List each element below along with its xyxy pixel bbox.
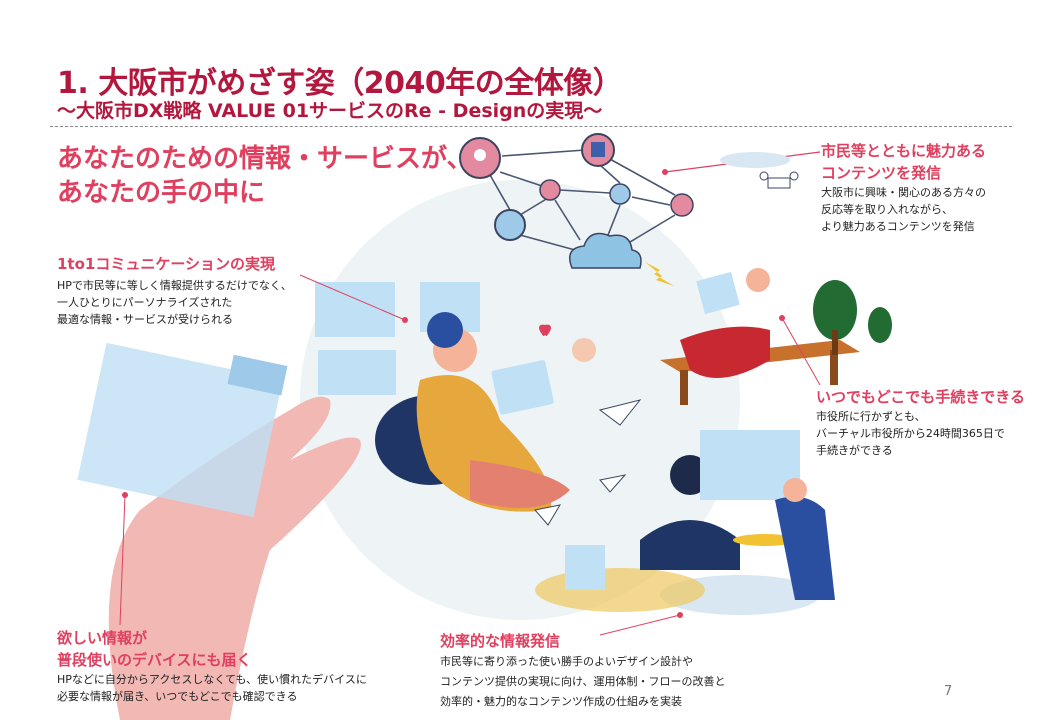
bench-leg <box>830 350 838 385</box>
cloud-icon <box>720 152 790 168</box>
callout-dot <box>662 169 668 175</box>
paper-plane-icons <box>534 399 642 526</box>
section-body: 最適な情報・サービスが受けられる <box>57 313 233 326</box>
section-heading: コンテンツを発信 <box>821 164 942 182</box>
user-node-face <box>474 149 486 161</box>
lightning-icon <box>645 262 674 286</box>
cloud-icon <box>569 232 642 269</box>
phone-node-icon <box>494 209 526 241</box>
section-body: 必要な情報が届き、いつでもどこでも確認できる <box>57 690 298 703</box>
callout-line <box>119 494 126 626</box>
tablet-screen <box>491 360 554 415</box>
lead-line-1: あなたのための情報・サービスが、 <box>57 144 473 174</box>
callout-dot <box>402 317 408 323</box>
network-lines <box>489 149 676 251</box>
section-body: 市役所に行かずとも、 <box>816 410 926 423</box>
callout-line <box>781 317 821 386</box>
man-head <box>746 268 770 292</box>
section-heading: 1to1コミュニケーションの実現 <box>57 255 276 273</box>
section-heading: いつでもどこでも手続きできる <box>816 388 1025 406</box>
user-node-icon <box>670 193 694 217</box>
callout-line <box>599 614 681 636</box>
hand <box>108 396 361 720</box>
section-1to1: 1to1コミュニケーションの実現 HPで市民等に等しく情報提供するだけでなく、 … <box>57 253 292 328</box>
section-heading: 欲しい情報が <box>57 629 148 647</box>
woman-hair <box>427 312 463 348</box>
callout-dot <box>122 492 128 498</box>
section-body: 一人ひとりにパーソナライズされた <box>57 296 233 309</box>
section-anytime-procedures: いつでもどこでも手続きできる 市役所に行かずとも、 バーチャル市役所から24時間… <box>816 386 1025 459</box>
section-body: 効率的・魅力的なコンテンツ作成の仕組みを実装 <box>440 695 682 708</box>
table <box>733 534 797 546</box>
drone-icon <box>759 171 799 189</box>
small-screen <box>565 545 605 590</box>
man-legs <box>680 326 770 378</box>
bench-leg <box>680 370 688 405</box>
businessman-head <box>783 478 807 502</box>
section-body: コンテンツ提供の実現に向け、運用体制・フローの改善と <box>440 675 726 688</box>
section-devices: 欲しい情報が 普段使いのデバイスにも届く HPなどに自分からアクセスしなくても、… <box>57 627 367 705</box>
woman-skirt <box>470 460 570 508</box>
baby-icon <box>572 338 596 362</box>
section-body: バーチャル市役所から24時間365日で <box>816 427 1005 440</box>
trees <box>813 280 892 355</box>
page-title: 1. 大阪市がめざす姿（2040年の全体像） <box>57 66 623 101</box>
node-icon <box>539 179 561 201</box>
floating-screen <box>696 271 740 315</box>
lead-heading: あなたのための情報・サービスが、 あなたの手の中に <box>57 142 472 210</box>
section-body: 手続きができる <box>816 444 893 457</box>
user-node-icon <box>609 183 631 205</box>
section-efficient: 効率的な情報発信 市民等に寄り添った使い勝手のよいデザイン設計や コンテンツ提供… <box>440 630 725 712</box>
section-body: HPで市民等に等しく情報提供するだけでなく、 <box>57 279 292 292</box>
divider <box>50 126 1012 127</box>
section-heading: 市民等とともに魅力ある <box>821 142 987 160</box>
section-body: HPなどに自分からアクセスしなくても、使い慣れたデバイスに <box>57 673 367 686</box>
section-body: より魅力あるコンテンツを発信 <box>821 220 975 233</box>
floor-shadow <box>535 568 705 612</box>
callout-line <box>299 274 406 321</box>
hologram-card <box>227 354 288 396</box>
page-subtitle: ～大阪市DX戦略 VALUE 01サービスのRe - Designの実現～ <box>57 100 603 122</box>
section-heading: 普段使いのデバイスにも届く <box>57 651 252 669</box>
businessman <box>775 496 835 600</box>
woman-seated <box>640 520 740 570</box>
section-citizen-content: 市民等とともに魅力ある コンテンツを発信 大阪市に興味・関心のある方々の 反応等… <box>821 140 986 235</box>
heart-icon <box>539 324 551 337</box>
hologram-screen <box>77 342 283 518</box>
lead-line-2: あなたの手の中に <box>57 178 266 208</box>
section-body: 反応等を取り入れながら、 <box>821 203 953 216</box>
callout-dot <box>677 612 683 618</box>
section-heading: 効率的な情報発信 <box>440 632 561 650</box>
section-body: 大阪市に興味・関心のある方々の <box>821 186 986 199</box>
building-icon <box>591 142 605 157</box>
page-number: 7 <box>944 684 953 699</box>
callout-dot <box>779 315 785 321</box>
section-body: 市民等に寄り添った使い勝手のよいデザイン設計や <box>440 655 693 668</box>
